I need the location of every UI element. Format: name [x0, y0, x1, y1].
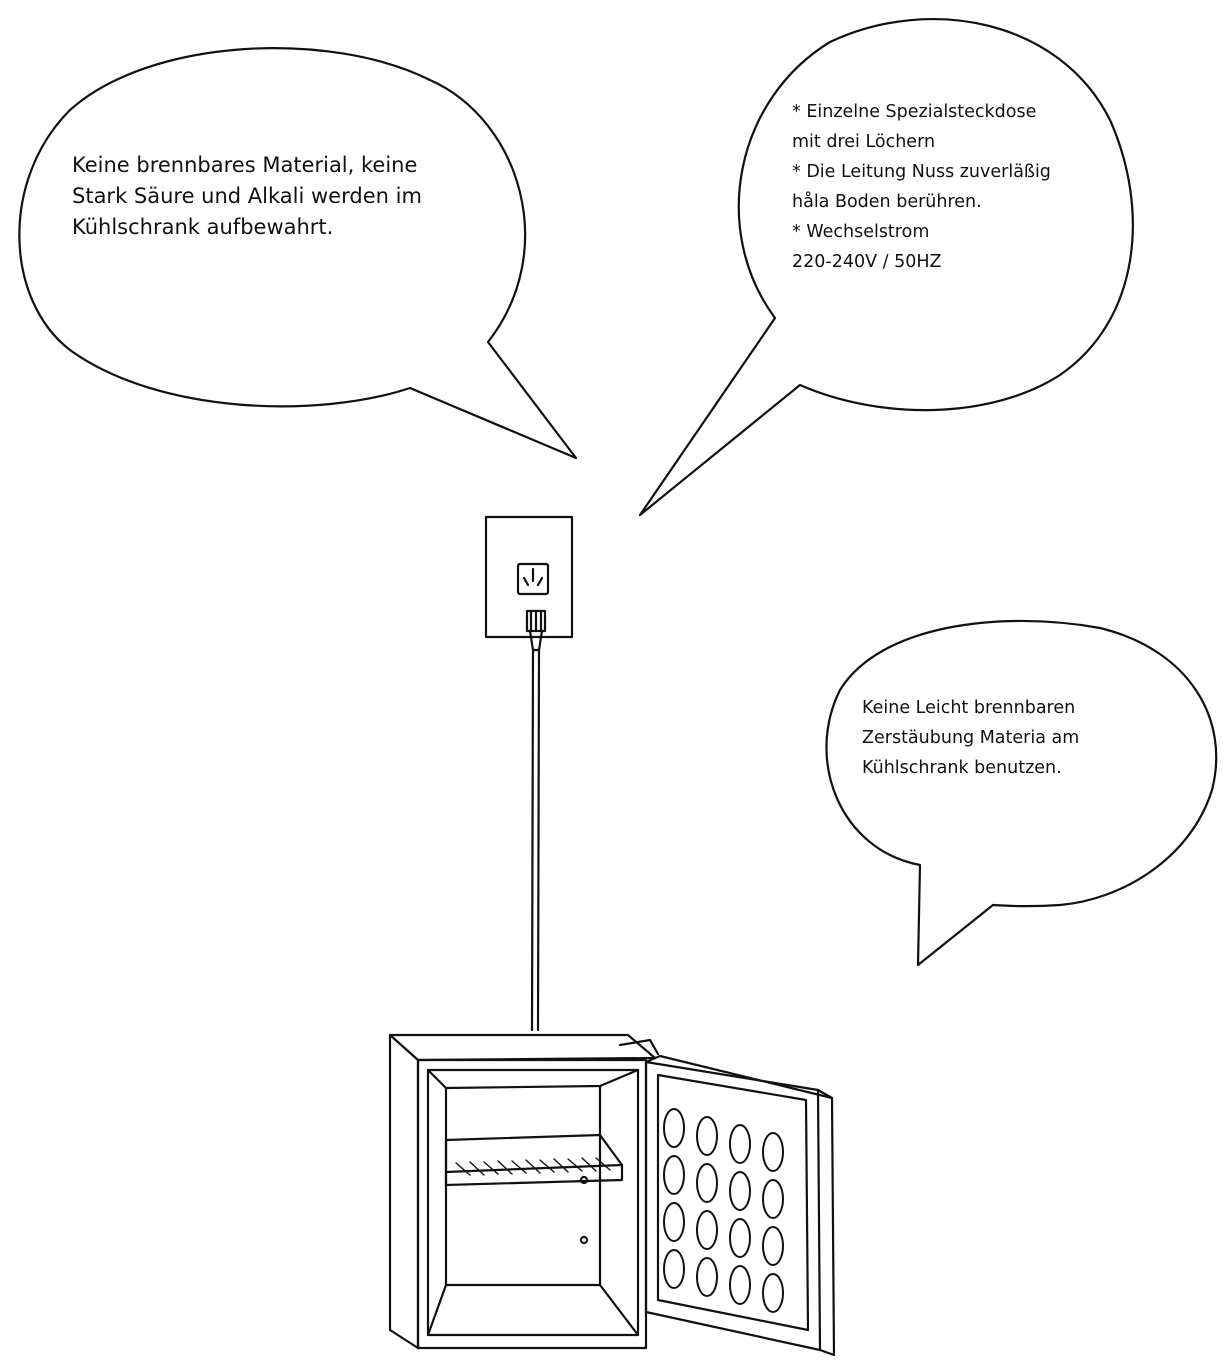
door-dimple	[729, 1124, 751, 1164]
bubble-line: håla Boden berühren.	[792, 192, 982, 212]
bubble-line: 220-240V / 50HZ	[792, 252, 942, 272]
door-dimple	[663, 1202, 685, 1242]
bubble-line: mit drei Löchern	[792, 132, 936, 152]
door-dimple	[663, 1249, 685, 1289]
bubble-line: * Die Leitung Nuss zuverläßig	[792, 162, 1051, 182]
door-dimple	[729, 1265, 751, 1305]
bubble-line: * Einzelne Spezialsteckdose	[792, 102, 1037, 122]
bubble-line: Keine Leicht brennbaren	[862, 698, 1076, 718]
door-dimple	[762, 1226, 784, 1266]
bubble-line: Kühlschrank benutzen.	[862, 758, 1062, 778]
door-dimple	[663, 1108, 685, 1148]
bubble-text-right-top: * Einzelne Spezialsteckdose mit drei Löc…	[792, 97, 1112, 277]
bubble-line: Zerstäubung Materia am	[862, 728, 1080, 748]
ground-socket-icon	[516, 562, 550, 596]
door-dimple	[663, 1155, 685, 1195]
bubble-line: Stark Säure und Alkali werden im	[72, 184, 422, 208]
door-dimple	[696, 1210, 718, 1250]
power-cord	[530, 648, 541, 1032]
bubble-text-left: Keine brennbares Material, keine Stark S…	[72, 150, 472, 243]
bubble-text-right-middle: Keine Leicht brennbaren Zerstäubung Mate…	[862, 693, 1162, 783]
bubble-line: Kühlschrank aufbewahrt.	[72, 215, 334, 239]
door-dimple	[762, 1273, 784, 1313]
power-plug-icon	[525, 609, 547, 652]
door-dimples	[663, 1108, 784, 1313]
bubble-line: * Wechselstrom	[792, 222, 930, 242]
speech-bubble-right-middle	[825, 619, 1218, 967]
wall-socket	[484, 515, 574, 652]
door-dimple	[762, 1179, 784, 1219]
door-dimple	[729, 1218, 751, 1258]
mini-fridge	[388, 1033, 836, 1357]
door-dimple	[729, 1171, 751, 1211]
door-dimple	[762, 1132, 784, 1172]
door-dimple	[696, 1163, 718, 1203]
bubble-line: Keine brennbares Material, keine	[72, 153, 418, 177]
door-dimple	[696, 1257, 718, 1297]
speech-bubble-right-top	[638, 18, 1134, 517]
speech-bubble-left	[18, 47, 578, 460]
door-dimple	[696, 1116, 718, 1156]
